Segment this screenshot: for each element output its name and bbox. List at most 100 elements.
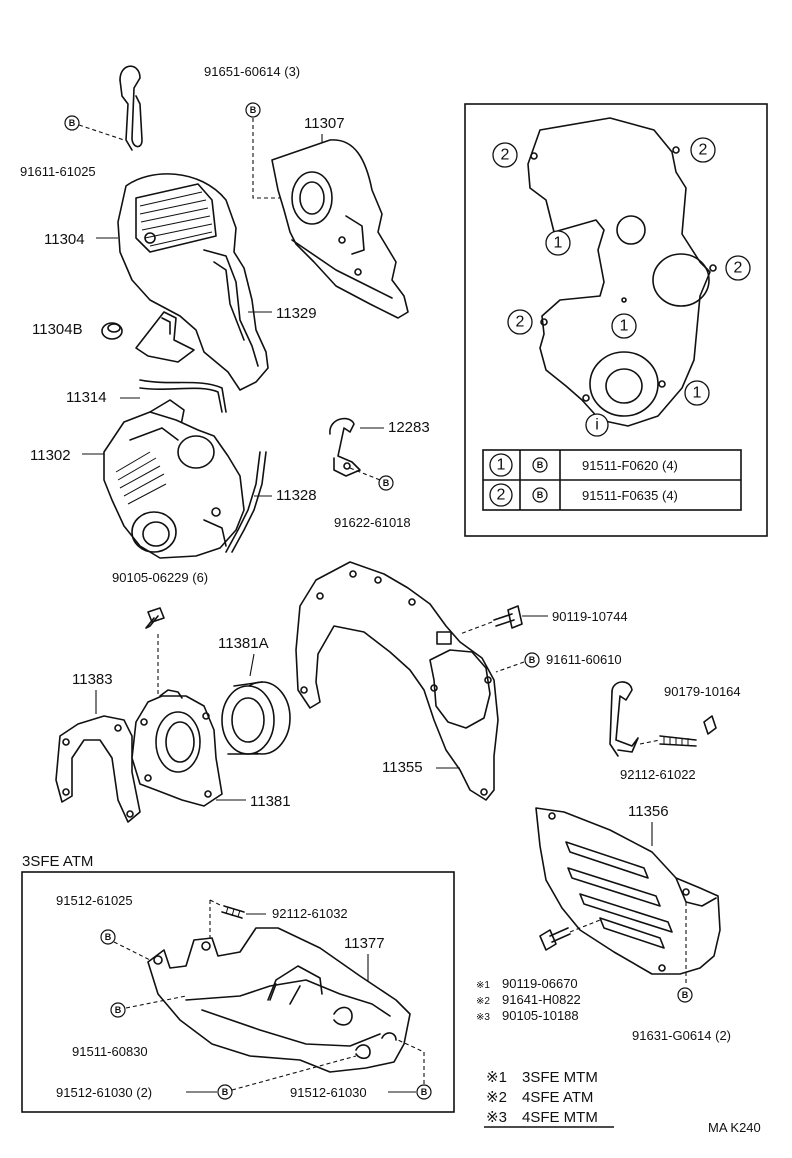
svg-text:※1: ※1 [476,980,490,991]
part-label-91512-61030: 91512-61030 [290,1085,367,1100]
part-label-90119-06670: 90119-06670 [502,976,578,991]
part-label-91611-61025: 91611-61025 [20,164,96,179]
diagram-code: MA K240 [708,1120,761,1135]
part-label-91512-61030-2: 91512-61030 (2) [56,1085,152,1100]
bolt-badge: B [677,987,693,1003]
svg-text:3SFE MTM: 3SFE MTM [522,1069,598,1086]
gasket-11328 [225,451,267,553]
nut-90179-10164 [703,715,717,735]
part-label-91651-60614: 91651-60614 (3) [204,64,300,79]
gasket-11314 [139,379,227,431]
stud-92112-61022 [659,735,697,747]
part-label-90179-10164: 90179-10164 [664,684,741,699]
bolt-badge: B [532,457,548,473]
svg-text:4SFE MTM: 4SFE MTM [522,1109,598,1126]
bolt-90119-06670 [539,927,571,951]
part-label-11314: 11314 [66,389,107,406]
bolt-badge: B [532,487,548,503]
svg-text:2: 2 [734,260,743,277]
part-label-91611-60610: 91611-60610 [546,652,622,667]
svg-text:2: 2 [501,147,510,164]
cover-11356 [535,807,721,975]
part-label-11356: 11356 [628,803,669,820]
part-label-91641-H0822: 91641-H0822 [502,992,581,1007]
part-label-11377: 11377 [344,935,385,952]
marker-2: 2 [725,255,751,281]
marker-1: 1 [611,313,637,339]
svg-text:B: B [222,1087,229,1097]
end-plate-11355 [295,561,499,801]
svg-text:B: B [682,990,689,1000]
marker-1: 1 [545,230,571,256]
engine-hanger-12283 [329,417,361,477]
variant-box-3sfe-atm [21,871,455,1113]
engine-hanger-hook [119,65,143,151]
svg-text:※2: ※2 [486,1089,507,1106]
svg-text:1: 1 [693,385,702,402]
inset-table-row-2: 2 B 91511-F0635 (4) [489,483,678,507]
plug-11304B [101,322,123,340]
part-label-11328: 11328 [276,487,317,504]
marker-1: 1 [684,380,710,406]
svg-text:2: 2 [516,314,525,331]
variant-box-title: 3SFE ATM [22,853,93,870]
svg-text:B: B [421,1087,428,1097]
footnote-row-2: ※2 91641-H0822 [476,992,581,1007]
part-label-12283: 12283 [388,419,430,436]
part-label-91622-61018: 91622-61018 [334,515,411,530]
part-label-11381: 11381 [250,793,291,810]
svg-text:2: 2 [699,142,708,159]
bolt-90119-10744 [493,605,523,629]
svg-text:B: B [69,118,76,128]
bolt-badge: B [110,1002,126,1018]
svg-text:B: B [115,1005,122,1015]
bolt-badge: B [524,652,540,668]
legend-row-1: ※1 3SFE MTM [486,1069,598,1086]
table-part-91511-F0620: 91511-F0620 (4) [582,458,678,473]
footnote-row-3: ※3 90105-10188 [476,1008,579,1023]
svg-text:※1: ※1 [486,1069,507,1086]
timing-cover-plate-11307 [271,139,409,319]
part-label-90105-10188: 90105-10188 [502,1008,579,1023]
svg-text:1: 1 [497,457,506,474]
timing-belt-cover-11304 [117,173,269,391]
part-label-11381A: 11381A [218,635,269,652]
part-label-11307: 11307 [304,115,345,132]
table-num-1: 1 [489,453,513,477]
bolt-90105-06229 [145,607,165,629]
svg-text:B: B [250,105,257,115]
table-num-2: 2 [489,483,513,507]
svg-text:B: B [537,490,544,500]
gasket-11383 [55,715,141,823]
stud-92112-61032 [221,905,245,919]
svg-text:B: B [383,478,390,488]
bolt-badge: B [64,115,80,131]
svg-text:※3: ※3 [476,1012,490,1023]
svg-text:※3: ※3 [486,1109,507,1126]
part-label-91512-61025: 91512-61025 [56,893,133,908]
part-label-92112-61022: 92112-61022 [620,767,696,782]
part-label-11302: 11302 [30,447,71,464]
part-label-90105-06229: 90105-06229 (6) [112,570,208,585]
marker-2: 2 [492,142,518,168]
bolt-badge: B [378,475,394,491]
bolt-badge: B [217,1084,233,1100]
part-label-11304B: 11304B [32,321,83,338]
marker-1-small: i [585,413,609,437]
part-label-90119-10744: 90119-10744 [552,609,628,624]
svg-text:4SFE ATM: 4SFE ATM [522,1089,593,1106]
svg-text:2: 2 [497,487,506,504]
inset-plate-outline [527,117,717,427]
timing-cover-11302 [103,411,245,559]
table-part-91511-F0635: 91511-F0635 (4) [582,488,678,503]
svg-text:1: 1 [554,235,563,252]
svg-text:1: 1 [620,318,629,335]
inset-bolt-reference-box [464,103,768,537]
marker-2: 2 [507,309,533,335]
hanger-hook [609,681,639,757]
oil-pan-baffle-11377 [147,927,411,1073]
part-label-11355: 11355 [382,759,423,776]
engine-legend: ※1 3SFE MTM ※2 4SFE ATM ※3 4SFE MTM [484,1069,614,1128]
part-label-91631-G0614: 91631-G0614 (2) [632,1028,731,1043]
